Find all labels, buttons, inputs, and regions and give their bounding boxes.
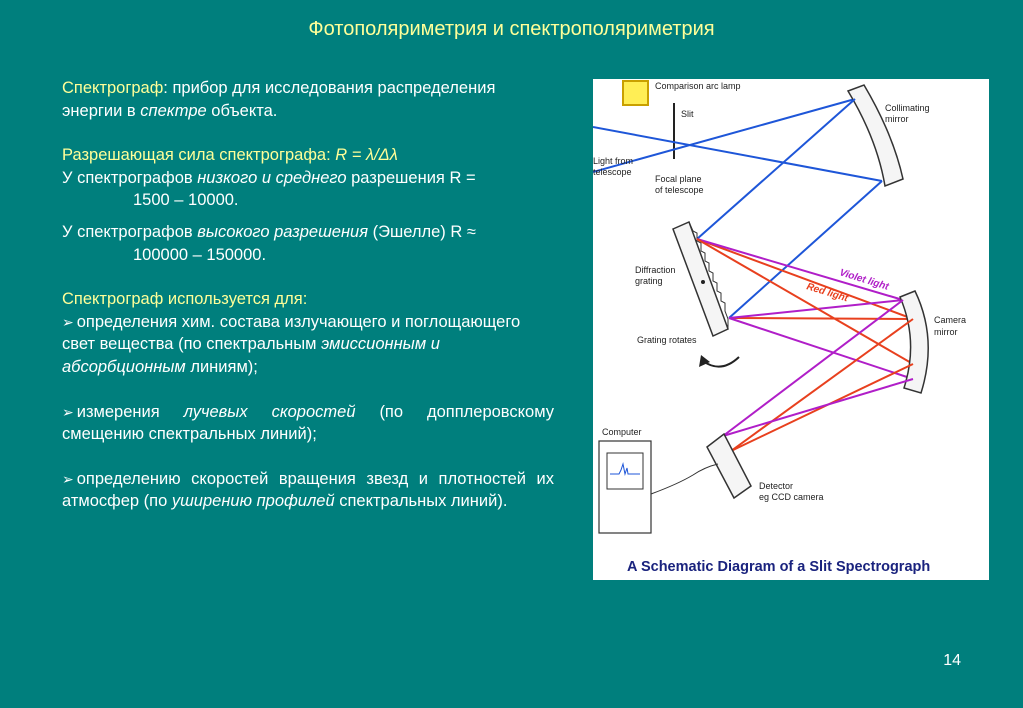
grating-pivot [701, 280, 705, 284]
computer-label: Computer [602, 427, 642, 437]
blue-beam [696, 98, 856, 240]
violet-beam [728, 317, 914, 380]
comparison-lamp-label: Comparison arc lamp [655, 81, 741, 91]
definition-italic: спектре [140, 101, 207, 120]
spectrum-plot-icon [610, 462, 640, 476]
bullet-2-end: (по допплеровскому смещению спектральных… [62, 402, 554, 444]
computer-screen [606, 452, 644, 490]
camera-mirror [899, 290, 929, 394]
bullet-2-italic: лучевых скоростей [183, 402, 356, 421]
light-from-telescope-label-1: Light from [593, 156, 633, 166]
bullet-arrow-icon: ➢ [62, 313, 74, 330]
resolution-line: Разрешающая сила спектрографа: R = λ/Δλ [62, 144, 554, 167]
high-range: 100000 – 150000. [133, 245, 267, 264]
bullet-1-italic: эмиссионным и абсорбционным [62, 335, 440, 376]
definition-end: объекта. [206, 101, 278, 120]
light-from-telescope-label-2: telescope [593, 167, 632, 177]
violet-beam [722, 299, 904, 437]
low-italic: низкого и среднего [197, 168, 347, 187]
red-beam [730, 318, 914, 452]
definition-paragraph: Спектрограф: прибор для исследования рас… [62, 77, 554, 122]
red-beam [696, 238, 914, 320]
bullet-2-text: измерения [76, 402, 184, 421]
slide-title: Фотополяриметрия и спектрополяриметрия [308, 18, 715, 40]
bullet-1-end: линиям); [185, 357, 258, 376]
blue-beam [728, 180, 883, 319]
bullet-arrow-icon: ➢ [62, 403, 74, 420]
low-suffix: разрешения R = [346, 168, 476, 187]
collimating-mirror [846, 84, 904, 188]
uses-header: Спектрограф используется для: [62, 290, 308, 309]
red-light-label: Red light [805, 281, 850, 304]
focal-plane-label-2: of telescope [655, 185, 704, 195]
spectrograph-diagram: Comparison arc lamp Slit Light from tele… [593, 79, 989, 580]
slit-label: Slit [681, 109, 694, 119]
comparison-lamp-icon [622, 80, 649, 106]
camera-label-1: Camera [934, 315, 966, 325]
low-prefix: У спектрографов [62, 168, 198, 187]
definition-term: Спектрограф [62, 79, 164, 97]
bullet-1-text: определения хим. состава излучающего и п… [62, 312, 521, 354]
high-prefix: У спектрографов [62, 222, 198, 241]
bullet-arrow-icon: ➢ [62, 470, 74, 487]
low-range: 1500 – 10000. [133, 191, 239, 210]
bullet-3: ➢определению скоростей вращения звезд и … [62, 468, 554, 513]
low-resolution-line: У спектрографов низкого и среднего разре… [62, 167, 554, 190]
high-suffix: (Эшелле) R ≈ [368, 222, 476, 241]
diffraction-label-1: Diffraction [635, 265, 675, 275]
high-resolution-line: У спектрографов высокого разрешения (Эше… [62, 221, 554, 244]
violet-beam [696, 238, 904, 301]
violet-beam [722, 378, 914, 437]
camera-label-2: mirror [934, 327, 958, 337]
bullet-3-text: определению скоростей вращения звезд и п… [62, 469, 554, 511]
grating-teeth [688, 221, 729, 329]
collimating-label-1: Collimating [885, 103, 930, 113]
focal-plane-label-1: Focal plane [655, 174, 702, 184]
text-block: Спектрограф: прибор для исследования рас… [62, 77, 554, 513]
ccd-detector [706, 432, 752, 500]
rotate-arrowhead-icon [699, 355, 710, 367]
page-number: 14 [943, 652, 961, 669]
definition-text: : прибор для исследования распределения … [62, 79, 496, 120]
diagram-caption: A Schematic Diagram of a Slit Spectrogra… [627, 559, 930, 575]
resolution-label: Разрешающая сила спектрографа: [62, 146, 336, 165]
diffraction-label-2: grating [635, 276, 663, 286]
detector-cable [650, 463, 719, 495]
detector-label-2: eg CCD camera [759, 492, 824, 502]
blue-beam [593, 98, 856, 173]
bullet-3-italic: уширению профилей [171, 492, 335, 511]
red-beam [728, 317, 914, 320]
grating-rotates-label: Grating rotates [637, 335, 697, 345]
detector-label-1: Detector [759, 481, 793, 491]
bullet-1: ➢определения хим. состава излучающего и … [62, 311, 554, 379]
bullet-3-end: спектральных линий). [334, 492, 508, 511]
bullet-2: ➢измерения лучевых скоростей (по допплер… [62, 401, 554, 446]
blue-beam [593, 126, 883, 182]
red-beam [730, 363, 914, 452]
high-italic: высокого разрешения [197, 222, 369, 241]
resolution-formula: R = λ/Δλ [335, 146, 398, 165]
collimating-label-2: mirror [885, 114, 909, 124]
spectrograph-svg: Comparison arc lamp Slit Light from tele… [593, 80, 966, 575]
red-beam [696, 238, 914, 365]
